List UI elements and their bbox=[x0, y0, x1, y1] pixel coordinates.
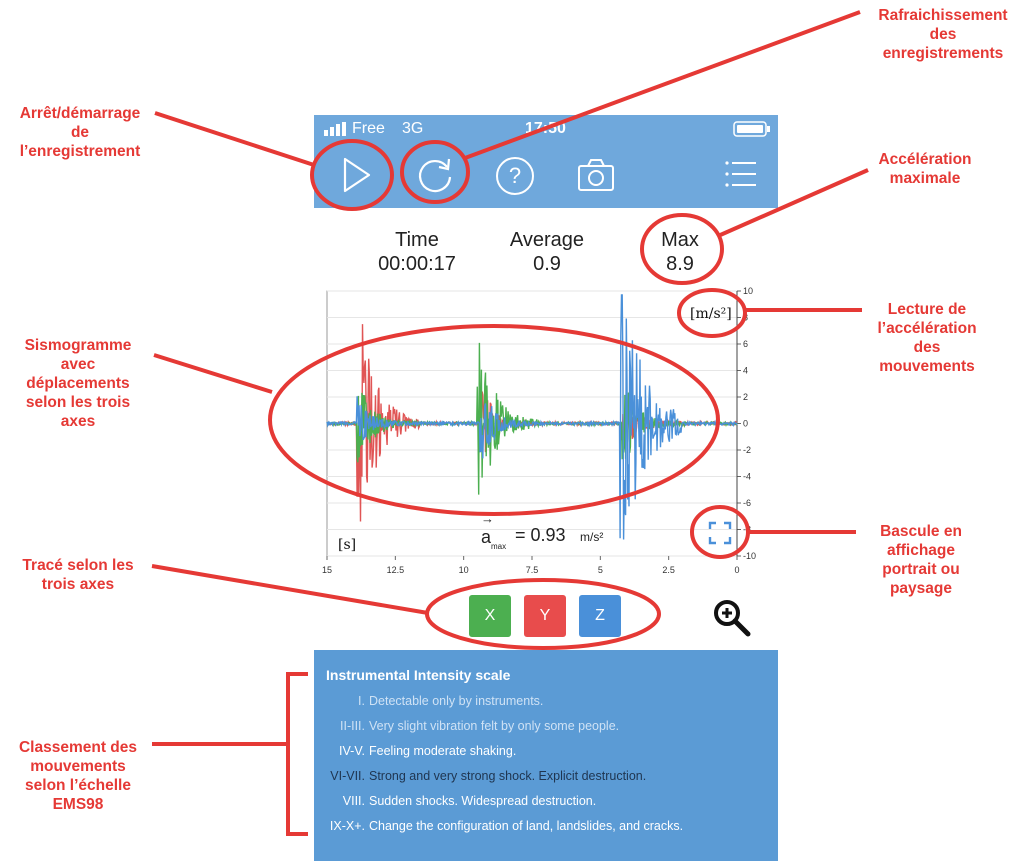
intensity-description: Very slight vibration felt by only some … bbox=[369, 719, 620, 733]
time-label: Time bbox=[395, 229, 439, 251]
intensity-description: Sudden shocks. Widespread destruction. bbox=[369, 794, 597, 808]
play-button[interactable] bbox=[336, 155, 376, 195]
intensity-title: Instrumental Intensity scale bbox=[326, 667, 511, 683]
y-tick-label: 0 bbox=[743, 419, 748, 429]
clock: 17:50 bbox=[525, 120, 566, 137]
intensity-level: I. bbox=[358, 694, 365, 708]
amax-subscript: max bbox=[491, 542, 506, 551]
x-tick-label: 12.5 bbox=[387, 565, 405, 575]
seismogram-chart: 15 12.5 10 7.5 5 2.5 0 10 8 6 4 2 0 -2 -4 -6 -8 -10 [m/s… bbox=[322, 286, 756, 575]
amax-symbol: a bbox=[481, 527, 492, 547]
amax-readout: → a max = 0.93 m/s² bbox=[481, 511, 603, 551]
intensity-level: IX-X+. bbox=[329, 819, 365, 833]
y-tick-label: 8 bbox=[743, 313, 748, 323]
stat-max: Max 8.9 bbox=[640, 228, 720, 276]
x-tick-label: 10 bbox=[459, 565, 469, 575]
axis-x-button[interactable]: X bbox=[469, 595, 511, 637]
y-tick-label: 4 bbox=[743, 366, 748, 376]
refresh-button[interactable] bbox=[416, 155, 456, 195]
amax-value: = 0.93 bbox=[515, 525, 566, 545]
help-label: ? bbox=[508, 163, 522, 188]
x-unit-label: [s] bbox=[338, 537, 356, 553]
play-icon bbox=[343, 157, 371, 193]
x-tick-label: 0 bbox=[734, 565, 739, 575]
x-tick-label: 2.5 bbox=[662, 565, 675, 575]
help-button[interactable]: ? bbox=[496, 157, 534, 195]
y-tick-label: 10 bbox=[743, 286, 753, 296]
y-tick-label: -2 bbox=[743, 445, 751, 455]
x-tick-label: 7.5 bbox=[526, 565, 539, 575]
menu-button[interactable] bbox=[722, 157, 760, 191]
intensity-description: Feeling moderate shaking. bbox=[369, 744, 517, 758]
zoom-in-button[interactable] bbox=[712, 598, 752, 643]
y-tick-label: -8 bbox=[743, 525, 751, 535]
max-label: Max bbox=[661, 229, 699, 251]
intensity-row: I. Detectable only by instruments. bbox=[314, 694, 778, 710]
intensity-level: IV-V. bbox=[339, 744, 365, 758]
intensity-level: II-III. bbox=[340, 719, 365, 733]
network-label: 3G bbox=[402, 120, 424, 137]
app-toolbar: Free 3G 17:50 ? bbox=[314, 115, 778, 208]
average-value: 0.9 bbox=[533, 253, 561, 275]
battery-icon bbox=[733, 121, 771, 142]
intensity-row: II-III. Very slight vibration felt by onl… bbox=[314, 719, 778, 735]
x-tick-label: 5 bbox=[598, 565, 603, 575]
zoom-in-icon bbox=[714, 600, 751, 637]
y-tick-label: -4 bbox=[743, 472, 751, 482]
intensity-description: Strong and very strong shock. Explicit d… bbox=[369, 769, 647, 783]
intensity-description: Detectable only by instruments. bbox=[369, 694, 544, 708]
average-label: Average bbox=[509, 229, 585, 251]
intensity-row: IV-V. Feeling moderate shaking. bbox=[314, 744, 778, 760]
stat-time: Time 00:00:17 bbox=[362, 228, 472, 276]
refresh-icon bbox=[418, 158, 452, 193]
y-tick-label: 6 bbox=[743, 339, 748, 349]
svg-text:→: → bbox=[481, 511, 494, 526]
intensity-panel: Instrumental Intensity scale I. Detectabl… bbox=[314, 650, 778, 861]
max-value: 8.9 bbox=[666, 253, 694, 275]
intensity-row: VIII. Sudden shocks. Widespread destructi… bbox=[314, 794, 778, 810]
intensity-level: VI-VII. bbox=[330, 769, 365, 783]
axis-y-button[interactable]: Y bbox=[524, 595, 566, 637]
signal-icon bbox=[324, 122, 348, 141]
camera-button[interactable] bbox=[576, 155, 616, 195]
y-tick-label: -10 bbox=[743, 551, 756, 561]
camera-icon bbox=[578, 159, 614, 191]
intensity-description: Change the configuration of land, landsl… bbox=[369, 819, 684, 833]
unit-label: [m/s²] bbox=[690, 306, 732, 322]
menu-icon bbox=[725, 161, 756, 187]
amax-unit: m/s² bbox=[580, 530, 603, 544]
carrier-label: Free bbox=[352, 120, 385, 137]
stat-average: Average 0.9 bbox=[492, 228, 602, 276]
time-value: 00:00:17 bbox=[378, 253, 456, 275]
y-tick-label: 2 bbox=[743, 392, 748, 402]
x-tick-label: 15 bbox=[322, 565, 332, 575]
intensity-row: VI-VII. Strong and very strong shock. Exp… bbox=[314, 769, 778, 785]
y-tick-label: -6 bbox=[743, 498, 751, 508]
axis-z-button[interactable]: Z bbox=[579, 595, 621, 637]
intensity-level: VIII. bbox=[342, 794, 365, 808]
intensity-row: IX-X+. Change the configuration of land, … bbox=[314, 819, 778, 835]
